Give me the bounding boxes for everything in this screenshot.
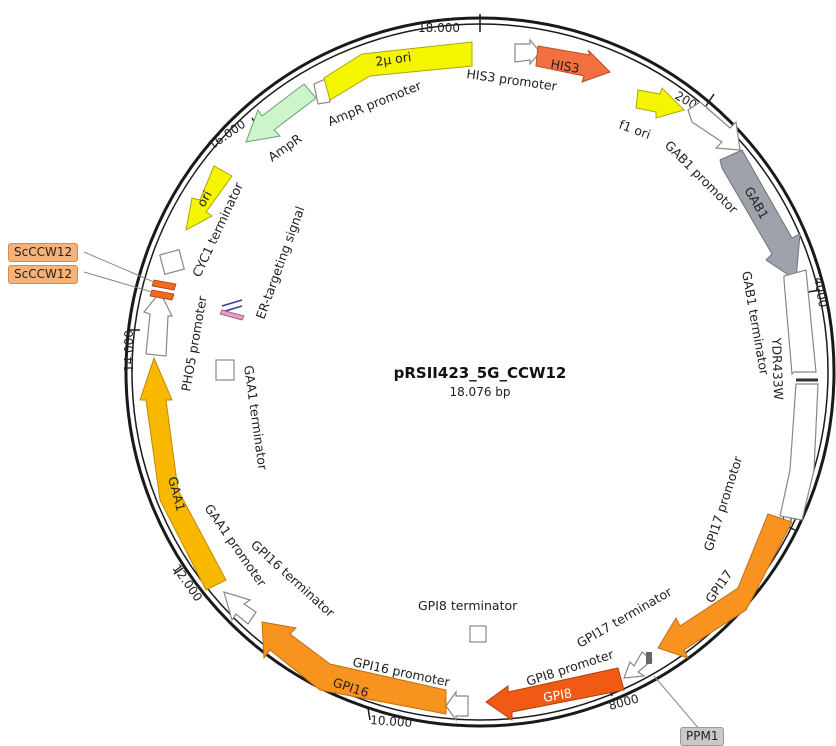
tick-label-10000: 10.000 [370, 713, 413, 730]
pho5-promoter-arrow[interactable] [142, 290, 173, 357]
gaa1-promoter-arrow[interactable] [223, 591, 257, 625]
tick-10000 [367, 707, 371, 721]
scccw12-a-marker[interactable] [151, 279, 177, 291]
er-signal-marker[interactable] [219, 299, 245, 321]
er-signal-line-1 [221, 299, 243, 307]
gpi8-terminator-label: GPI8 terminator [418, 598, 518, 613]
his3-promoter-arrow[interactable] [514, 38, 541, 66]
ampr-arrow[interactable] [245, 83, 317, 143]
gab1-terminator-arrow[interactable] [783, 269, 817, 376]
gaa1-terminator-box [215, 359, 235, 381]
gpi8-promoter-marker [646, 652, 652, 664]
tick-2000 [705, 93, 715, 107]
ori-label: ori [194, 188, 215, 210]
ppm1-leader [653, 675, 701, 731]
gpi17-arrow[interactable] [657, 513, 793, 659]
gpi16-promoter-arrow[interactable] [445, 690, 469, 722]
tick-label-18000: 18.000 [418, 21, 460, 35]
scccw12-b-leader [83, 271, 153, 293]
gab1-terminator-label: GAB1 terminator [739, 270, 772, 377]
tick-label-14000: 14.000 [122, 330, 136, 372]
scccw12-a-leader [83, 251, 155, 283]
ori-arrow[interactable] [185, 165, 233, 231]
tick-label-4000: 4000 [811, 276, 830, 309]
ydr433w-label: YDR433W [769, 337, 786, 401]
ppm1-label[interactable]: PPM1 [680, 727, 725, 746]
tick-12000 [173, 567, 184, 575]
er-signal-label: ER-targeting signal [253, 204, 308, 321]
plasmid-size: 18.076 bp [449, 385, 510, 399]
cyc1-terminator-box [159, 249, 185, 275]
f1-ori-label: f1 ori [617, 117, 653, 142]
er-signal-shape [219, 309, 245, 321]
his3-label: HIS3 [549, 56, 580, 76]
scccw12-label-a[interactable]: ScCCW12 [8, 243, 79, 262]
plasmid-name: pRSII423_5G_CCW12 [394, 364, 567, 382]
tick-4000 [807, 289, 821, 293]
f1-ori-arrow[interactable] [635, 87, 685, 119]
gpi8-label: GPI8 [542, 685, 573, 705]
gpi8-arrow[interactable] [485, 667, 625, 721]
ydr433w-arrow[interactable] [779, 383, 819, 521]
scccw12-label-b[interactable]: ScCCW12 [8, 265, 79, 284]
tick-label-16000: 16.000 [206, 117, 248, 153]
gpi16-arrow[interactable] [261, 621, 447, 715]
two-mu-ori-label: 2μ ori [374, 49, 412, 69]
pho5-promoter-label: PHO5 promoter [178, 294, 210, 393]
two-mu-ori-arrow[interactable] [323, 41, 473, 101]
gpi17-promotor-label: GPI17 promotor [701, 454, 746, 553]
gaa1-arrow[interactable] [139, 356, 227, 591]
gpi17-terminator-label: GPI17 terminator [574, 584, 675, 651]
gaa1-terminator-label: GAA1 terminator [241, 364, 271, 471]
his3-arrow[interactable] [535, 45, 611, 83]
scccw12-b-marker[interactable] [149, 289, 175, 301]
his3-promoter-label: HIS3 promoter [466, 66, 559, 94]
gpi8-terminator-box [469, 625, 487, 643]
gab1-promotor-arrow[interactable] [687, 101, 741, 151]
